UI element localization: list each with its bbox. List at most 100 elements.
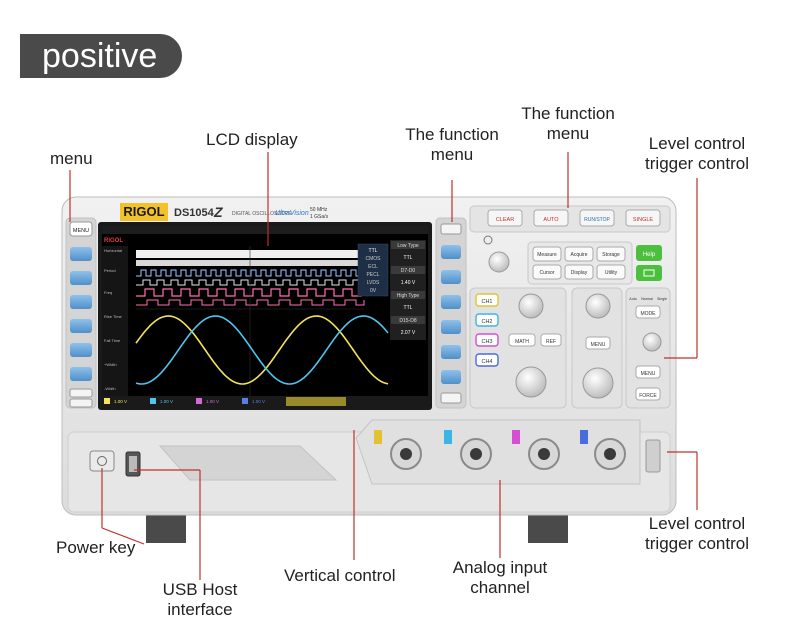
horizontal-menu-button[interactable]: [585, 336, 611, 350]
vertical-position-knob[interactable]: [518, 293, 544, 319]
vertical-control-label: Vertical control: [284, 566, 396, 585]
label-line: Analog input: [452, 558, 548, 577]
ext-trigger-port[interactable]: [645, 439, 661, 473]
svg-text:CLEAR: CLEAR: [496, 217, 514, 223]
bnc-pin: [470, 448, 482, 460]
svg-text:Utility: Utility: [605, 270, 618, 276]
svg-text:MENU: MENU: [73, 228, 89, 234]
acquire-button[interactable]: [564, 246, 594, 262]
right-softkey[interactable]: [441, 345, 461, 359]
menu-label: menu: [50, 149, 93, 168]
right-softkey[interactable]: [441, 370, 461, 384]
right-softkey[interactable]: [441, 245, 461, 259]
ch3-tag: [512, 430, 520, 444]
run-stop-button[interactable]: [579, 209, 615, 227]
svg-text:MATH: MATH: [515, 339, 529, 345]
spec-sample-rate: 1 GSa/s: [310, 214, 329, 220]
svg-text:1.00 V: 1.00 V: [114, 399, 127, 404]
screen-bottom-bar: [102, 396, 428, 406]
svg-text:Freq: Freq: [104, 290, 112, 295]
function-menu-label-right: The function menu: [508, 104, 628, 144]
label-line: menu: [546, 124, 590, 143]
svg-text:1.00 V: 1.00 V: [252, 399, 265, 404]
up-arrow-key[interactable]: [440, 223, 462, 235]
single-button[interactable]: [625, 209, 661, 227]
rigol-logo: [120, 203, 168, 221]
printer-icon: [643, 269, 655, 277]
left-menu-keys: MENU: [65, 217, 97, 409]
right-softkey[interactable]: [441, 320, 461, 334]
right-softkey[interactable]: [441, 295, 461, 309]
model-suffix: Z: [213, 204, 223, 220]
svg-text:Fall Time: Fall Time: [104, 338, 121, 343]
svg-text:CH3: CH3: [481, 339, 492, 345]
left-softkey[interactable]: [70, 367, 92, 381]
input-channel-strip: [355, 419, 661, 485]
trigger-mode-button[interactable]: [635, 305, 661, 319]
ch1-button[interactable]: [475, 293, 499, 307]
ch4-indicator: [242, 398, 248, 404]
svg-text:Cursor: Cursor: [539, 270, 554, 276]
horizontal-scale-knob[interactable]: [582, 367, 614, 399]
ch4-button[interactable]: [475, 353, 499, 367]
ch3-button[interactable]: [475, 333, 499, 347]
cursor-button[interactable]: [532, 264, 562, 280]
svg-text:TTL: TTL: [369, 248, 378, 254]
auto-button[interactable]: [533, 209, 569, 227]
svg-text:Storage: Storage: [602, 252, 620, 258]
trigger-menu-button[interactable]: [635, 365, 661, 379]
ch2-button[interactable]: [475, 313, 499, 327]
multipurpose-knob[interactable]: [488, 251, 510, 273]
left-softkey[interactable]: [70, 295, 92, 309]
left-softkey[interactable]: [70, 271, 92, 285]
vertical-control-panel: CH1 CH2 CH3 CH4 MATH REF: [469, 287, 567, 409]
trigger-level-knob[interactable]: [642, 332, 662, 352]
ref-button[interactable]: [540, 333, 562, 347]
svg-text:TTL: TTL: [404, 305, 413, 311]
utility-button[interactable]: [596, 264, 626, 280]
usb-slot: [129, 456, 137, 472]
math-button[interactable]: [508, 333, 536, 347]
clear-button[interactable]: [487, 209, 523, 227]
trigger-force-button[interactable]: [635, 387, 661, 401]
right-softkey[interactable]: [441, 270, 461, 284]
bnc-pin: [538, 448, 550, 460]
power-key-label: Power key: [56, 538, 136, 557]
ch2-tag: [444, 430, 452, 444]
svg-text:-Width: -Width: [104, 386, 116, 391]
down-arrow-key[interactable]: [69, 398, 93, 408]
label-line: trigger control: [645, 154, 749, 173]
svg-text:0V: 0V: [370, 288, 377, 294]
display-button[interactable]: [564, 264, 594, 280]
label-line: The function: [521, 104, 615, 123]
la-indicator: [286, 397, 346, 406]
level-control-label-top: Level control trigger control: [632, 134, 762, 174]
back-icon: [483, 235, 493, 245]
ch1-tag: [374, 430, 382, 444]
top-run-buttons: CLEAR AUTO RUN/STOP SINGLE: [469, 205, 671, 233]
up-arrow-key[interactable]: [69, 388, 93, 398]
subtitle-text: DIGITAL OSCILLOSCOPE: [232, 211, 292, 217]
svg-text:Auto: Auto: [629, 297, 636, 301]
screen-status-bar: [102, 226, 428, 234]
svg-text:1.40 V: 1.40 V: [401, 280, 416, 286]
label-line: interface: [167, 600, 233, 619]
horizontal-position-knob[interactable]: [585, 293, 611, 319]
bnc-pin: [400, 448, 412, 460]
svg-text:ECL: ECL: [368, 264, 378, 270]
measure-button[interactable]: [532, 246, 562, 262]
left-softkey[interactable]: [70, 343, 92, 357]
storage-button[interactable]: [596, 246, 626, 262]
down-arrow-key[interactable]: [440, 392, 462, 404]
svg-text:LVDS: LVDS: [367, 280, 380, 286]
help-button[interactable]: [636, 245, 662, 261]
left-softkey[interactable]: [70, 319, 92, 333]
label-line: The function: [405, 125, 499, 144]
menu-key[interactable]: [69, 221, 93, 237]
svg-text:Acquire: Acquire: [571, 252, 588, 258]
bnc-pin: [604, 448, 616, 460]
left-softkey[interactable]: [70, 247, 92, 261]
vertical-scale-knob[interactable]: [515, 366, 547, 398]
print-button[interactable]: [636, 265, 662, 281]
svg-text:1.00 V: 1.00 V: [206, 399, 219, 404]
